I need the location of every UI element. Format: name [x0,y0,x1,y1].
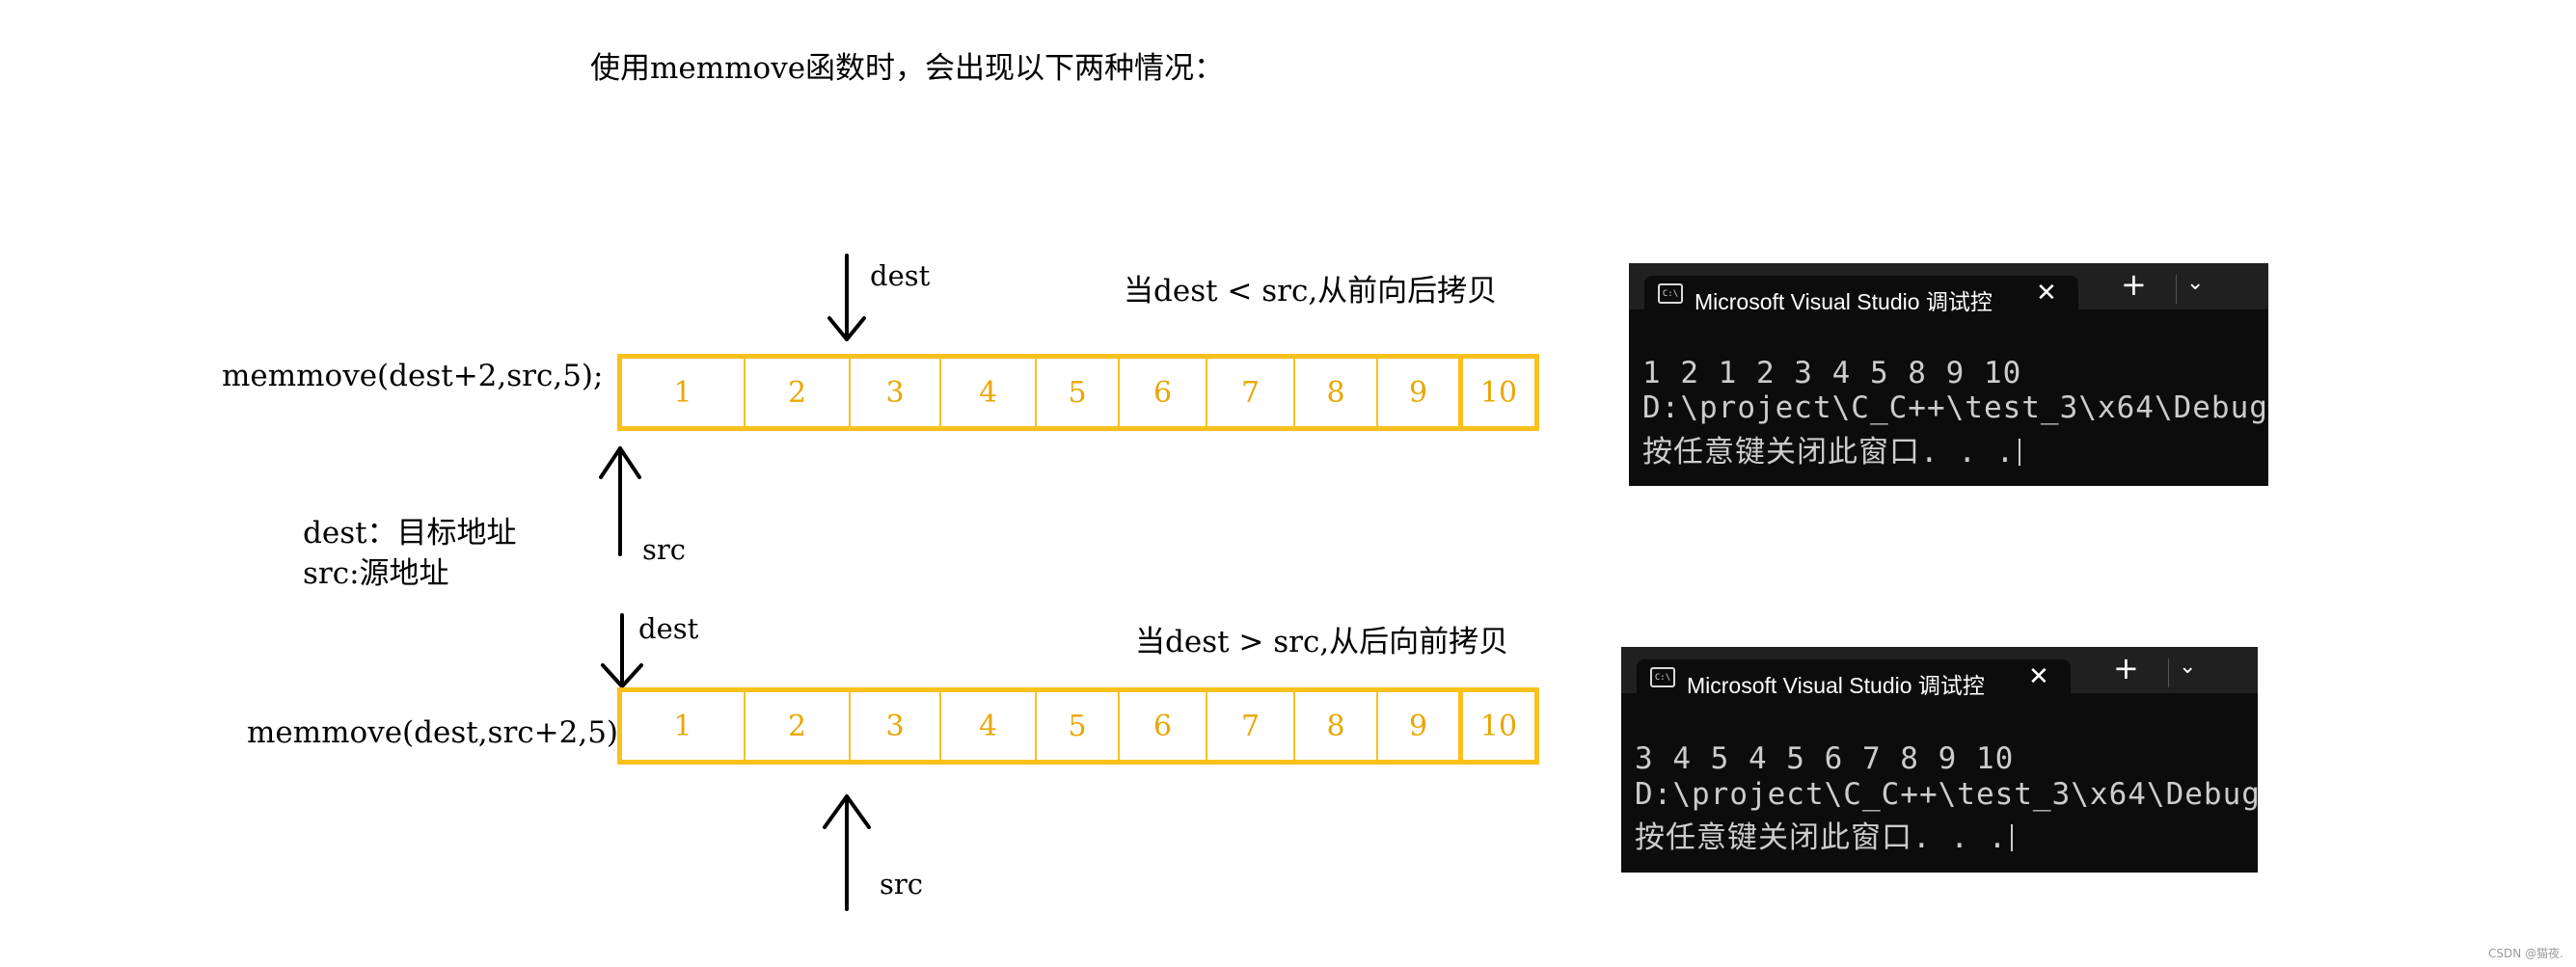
terminal-1-prompt-text: 按任意键关闭此窗口. . . [1642,435,2016,470]
legend-src: src:源地址 [303,556,449,591]
terminal-1-tab-title: Microsoft Visual Studio 调试控 [1695,289,1993,314]
case2-call: memmove(dest,src+2,5) [247,715,619,750]
case2-cell-3: 3 [851,692,941,760]
case2-cell-9: 9 [1378,692,1460,760]
terminal-window-1: C:\ Microsoft Visual Studio 调试控 ✕ + ⌄ 1 … [1629,263,2268,486]
case2-cell-5: 5 [1037,692,1120,760]
terminal-2-prompt: 按任意键关闭此窗口. . . [1635,813,2014,856]
chevron-down-icon[interactable]: ⌄ [2179,655,2197,679]
terminal-1-path: D:\project\C_C++\test_3\x64\Debug\ [1642,390,2268,425]
case1-call: memmove(dest+2,src,5); [222,359,604,393]
case1-cell-9: 9 [1378,359,1460,426]
case1-cell-10: 10 [1460,359,1534,426]
heading: 使用memmove函数时，会出现以下两种情况： [590,51,1225,86]
new-tab-icon[interactable]: + [2113,650,2139,686]
case1-cell-1: 1 [622,359,746,426]
case1-src-arrow [599,446,641,556]
terminal-icon: C:\ [1650,667,1675,687]
watermark: CSDN @猫夜. [2488,947,2563,960]
case2-src-label: src [880,868,923,900]
case2-cell-4: 4 [941,692,1037,760]
case2-cell-2: 2 [746,692,851,760]
titlebar-divider [2176,275,2177,304]
legend-dest: dest：目标地址 [303,516,517,551]
titlebar-divider [2168,658,2169,687]
case2-cell-6: 6 [1120,692,1207,760]
text-cursor [2011,824,2014,851]
case1-dest-arrow [827,254,866,341]
case2-cell-7: 7 [1207,692,1295,760]
case2-cell-1: 1 [622,692,746,760]
case1-dest-label: dest [870,259,931,292]
case2-src-arrow [823,794,871,911]
terminal-2-path: D:\project\C_C++\test_3\x64\Debug\ [1635,777,2258,812]
terminal-1-prompt: 按任意键关闭此窗口. . . [1642,427,2021,470]
terminal-1-output: 1 2 1 2 3 4 5 8 9 10 [1642,356,2022,390]
terminal-2-output: 3 4 5 4 5 6 7 8 9 10 [1635,741,2015,776]
close-tab-icon[interactable]: ✕ [2028,662,2049,691]
case1-cell-6: 6 [1120,359,1207,426]
case1-cell-7: 7 [1207,359,1295,426]
case2-array: 1 2 3 4 5 6 7 8 9 10 [617,687,1539,765]
chevron-down-icon[interactable]: ⌄ [2186,271,2205,295]
case2-condition: 当dest > src,从后向前拷贝 [1135,625,1509,659]
case1-cell-5: 5 [1037,359,1120,426]
terminal-2-tab[interactable]: C:\ Microsoft Visual Studio 调试控 ✕ [1637,659,2071,698]
terminal-window-2: C:\ Microsoft Visual Studio 调试控 ✕ + ⌄ 3 … [1621,647,2258,873]
terminal-2-prompt-text: 按任意键关闭此窗口. . . [1635,820,2008,855]
case2-cell-10: 10 [1460,692,1534,760]
case2-dest-arrow [601,613,643,688]
new-tab-icon[interactable]: + [2121,266,2147,303]
text-cursor [2019,439,2021,466]
case1-cell-3: 3 [851,359,941,426]
terminal-1-tab[interactable]: C:\ Microsoft Visual Studio 调试控 ✕ [1644,276,2078,314]
case2-cell-8: 8 [1295,692,1378,760]
case1-cell-4: 4 [941,359,1037,426]
case1-cell-8: 8 [1295,359,1378,426]
case1-src-label: src [642,533,686,566]
case1-cell-2: 2 [746,359,851,426]
close-tab-icon[interactable]: ✕ [2036,279,2057,308]
case1-array: 1 2 3 4 5 6 7 8 9 10 [617,354,1539,431]
case1-condition: 当dest < src,从前向后拷贝 [1124,274,1498,309]
terminal-icon: C:\ [1658,283,1683,304]
case2-dest-label: dest [638,612,699,645]
terminal-2-tab-title: Microsoft Visual Studio 调试控 [1687,673,1985,698]
